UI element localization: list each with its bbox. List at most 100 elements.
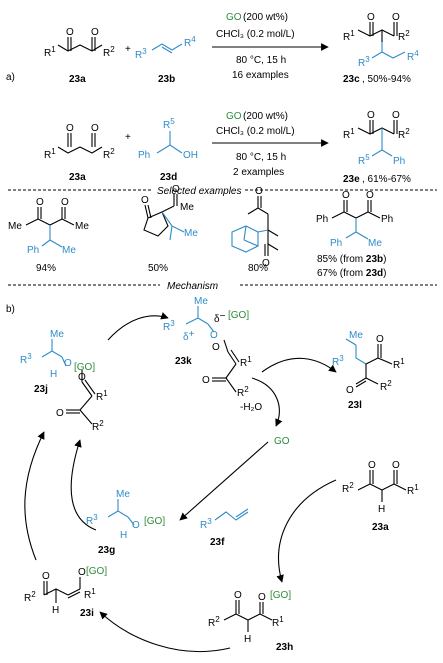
svg-text:R4: R4 (184, 35, 196, 49)
arrow-h-to-i (99, 611, 231, 653)
go-free: GO (274, 436, 290, 447)
example-4-close-d: ) (383, 268, 386, 279)
svg-text:O: O (212, 342, 220, 353)
selected-examples-header: Selected examples (157, 186, 242, 197)
svg-text:R2: R2 (398, 127, 410, 141)
cond2-catalyst: GO (226, 111, 242, 122)
svg-text:[GO]: [GO] (74, 362, 95, 373)
product-23e-structure (357, 120, 398, 135)
yield-23c: , 50%-94% (362, 74, 411, 85)
cond1-solvent: CHCl₃ (0.2 mol/L) (216, 29, 295, 40)
example-3-yield: 80% (248, 263, 268, 274)
svg-text:O: O (368, 460, 376, 471)
svg-text:O: O (392, 110, 400, 121)
svg-text:[GO]: [GO] (270, 590, 291, 601)
cond1-examples: 16 examples (232, 70, 289, 81)
cond2-loading: (200 wt%) (243, 111, 288, 122)
svg-text:Me: Me (50, 329, 64, 340)
diketone-23a-structure (57, 37, 103, 52)
label-23i: 23i (80, 608, 94, 619)
svg-text:R1: R1 (407, 483, 419, 497)
svg-text:R5: R5 (358, 153, 370, 167)
example-4-yield-d: 67% (from (317, 268, 366, 279)
alkene-23f-structure (214, 508, 249, 521)
svg-text:O: O (56, 408, 64, 419)
svg-text:O: O (342, 190, 350, 201)
svg-text:R3: R3 (200, 517, 212, 531)
part-a-label: a) (6, 72, 15, 83)
label-23f: 23f (210, 537, 225, 548)
svg-text:O: O (255, 186, 263, 197)
svg-text:Me: Me (194, 296, 208, 307)
plus-2: + (125, 132, 131, 143)
svg-text:δ−: δ− (214, 311, 226, 325)
svg-text:O: O (42, 571, 50, 582)
cond2-solvent: CHCl₃ (0.2 mol/L) (216, 126, 295, 137)
arrow-a-to-h (276, 479, 337, 583)
intermediate-23j-structure (41, 339, 67, 367)
svg-text:Ph: Ph (393, 156, 405, 167)
svg-text:O: O (376, 334, 384, 345)
example-4-structure (331, 200, 381, 219)
diketone-23a-structure-2 (57, 133, 103, 154)
svg-text:Ph: Ph (381, 214, 393, 225)
label-23a-2: 23a (69, 172, 86, 183)
svg-text:R1: R1 (44, 45, 56, 59)
example-4-yield-b: 85% (from (317, 254, 366, 265)
intermediate-23g-structure (107, 499, 135, 526)
svg-text:H: H (378, 504, 385, 515)
part-b-label: b) (6, 304, 15, 315)
svg-text:R3: R3 (135, 47, 147, 61)
example-1-structure (25, 207, 75, 226)
svg-text:O: O (91, 27, 99, 38)
arrow-go-to-g (179, 441, 269, 521)
svg-text:H: H (120, 530, 127, 541)
svg-text:O: O (132, 520, 140, 531)
svg-text:H: H (52, 605, 59, 616)
alcohol-23d-structure (156, 131, 183, 154)
svg-text:R1: R1 (240, 355, 252, 369)
svg-text:R3: R3 (163, 319, 175, 333)
label-23l: 23l (348, 400, 362, 411)
plus-1: + (125, 44, 131, 55)
cond1-loading: (200 wt%) (243, 12, 288, 23)
go-label-k: [GO] (228, 310, 249, 321)
svg-text:Ph: Ph (27, 245, 39, 256)
example-4-ref-b: 23b (366, 254, 383, 265)
svg-text:O: O (78, 372, 86, 383)
svg-text:R3: R3 (86, 513, 98, 527)
svg-text:R1: R1 (96, 389, 108, 403)
arrow-to-23l (261, 357, 337, 373)
label-23a-mech: 23a (372, 522, 389, 533)
example-2-structure (143, 194, 178, 237)
svg-text:O: O (346, 385, 354, 396)
svg-text:Ph: Ph (330, 238, 342, 249)
svg-text:O: O (202, 375, 210, 386)
svg-text:Ph: Ph (138, 150, 150, 161)
svg-text:R1: R1 (343, 127, 355, 141)
arrow-j-to-k (107, 312, 169, 341)
label-23a-1: 23a (69, 74, 86, 85)
svg-text:R2: R2 (342, 481, 354, 495)
svg-text:Me: Me (75, 221, 89, 232)
example-2-yield: 50% (148, 263, 168, 274)
svg-text:R1: R1 (343, 29, 355, 43)
cond2-temp: 80 °C, 15 h (236, 152, 286, 163)
label-23j: 23j (34, 384, 48, 395)
label-23e: 23e (343, 174, 360, 185)
svg-text:OH: OH (183, 150, 198, 161)
arrow-i-to-j (24, 431, 45, 561)
svg-text:O: O (91, 123, 99, 134)
svg-text:R3: R3 (358, 55, 370, 69)
svg-text:Me: Me (349, 330, 363, 341)
yield-23e: , 61%-67% (362, 174, 411, 185)
svg-text:Me: Me (180, 202, 194, 213)
svg-text:R1: R1 (84, 587, 96, 601)
svg-text:O: O (210, 330, 218, 341)
label-23b: 23b (158, 74, 175, 85)
svg-text:O: O (392, 12, 400, 23)
svg-text:O: O (66, 123, 74, 134)
svg-text:Me: Me (184, 228, 198, 239)
cond1-catalyst: GO (226, 12, 242, 23)
